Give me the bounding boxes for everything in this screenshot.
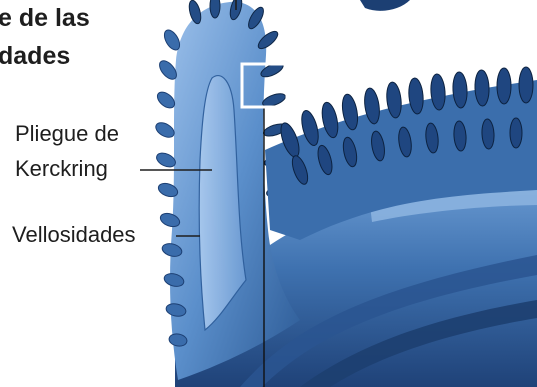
pliegue-label-line-1: Pliegue de	[15, 120, 119, 147]
vellosidades-label: Vellosidades	[12, 221, 136, 248]
heading-line-2: dades	[0, 42, 70, 70]
heading-line-1: e de las	[0, 4, 90, 32]
adjacent-fold-top	[360, 0, 410, 11]
pliegue-label-line-2: Kerckring	[15, 155, 108, 182]
